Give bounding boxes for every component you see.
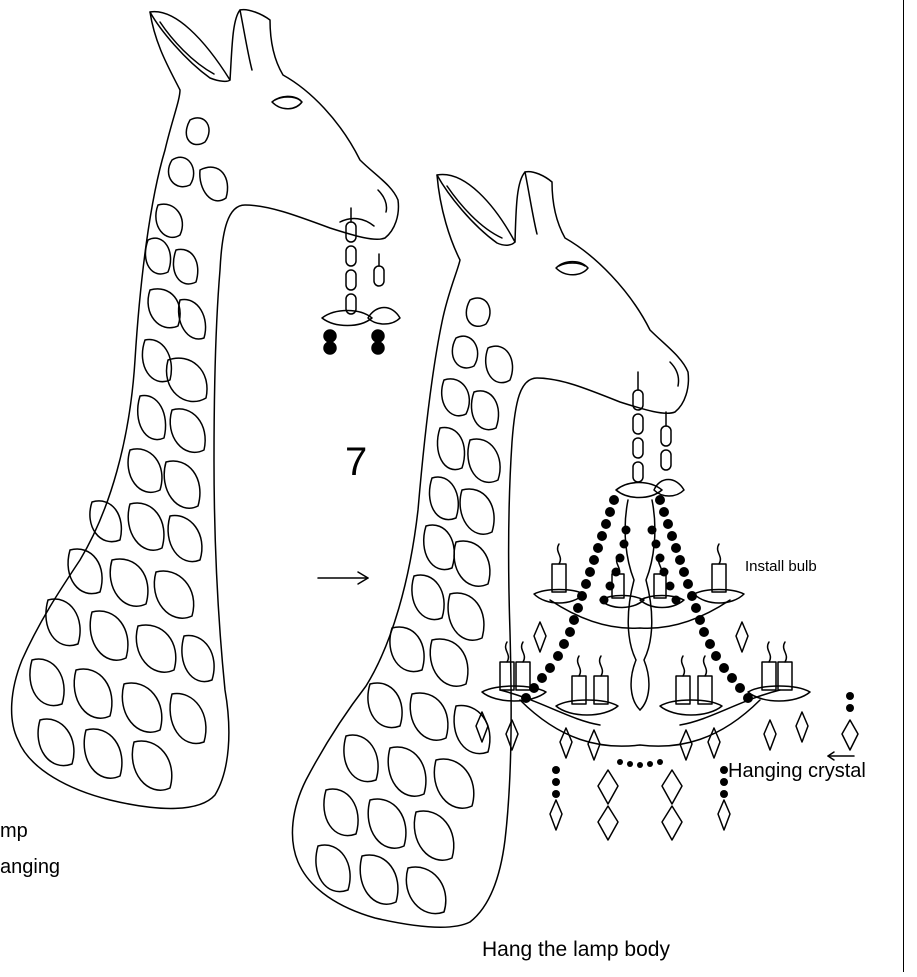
- left-label-fragment-1: mp: [0, 820, 28, 843]
- hanging-crystal-label: Hanging crystal: [728, 760, 866, 783]
- install-bulb-label: Install bulb: [745, 558, 817, 575]
- left-giraffe-head: [12, 10, 399, 809]
- step-number: 7: [345, 440, 367, 485]
- step-arrow-icon: [318, 572, 368, 584]
- frame-border: [903, 0, 904, 972]
- right-giraffe-spots: [316, 298, 513, 914]
- hang-lamp-body-label: Hang the lamp body: [482, 938, 670, 962]
- upper-candles: [534, 544, 744, 608]
- left-giraffe-spots: [30, 118, 228, 790]
- bead-strands: [521, 495, 753, 768]
- left-label-fragment-2: anging: [0, 856, 60, 879]
- right-giraffe-head: [292, 172, 688, 928]
- lower-candles: [482, 642, 810, 715]
- crystal-drops: [476, 622, 858, 840]
- crystal-arrow-icon: [828, 752, 854, 760]
